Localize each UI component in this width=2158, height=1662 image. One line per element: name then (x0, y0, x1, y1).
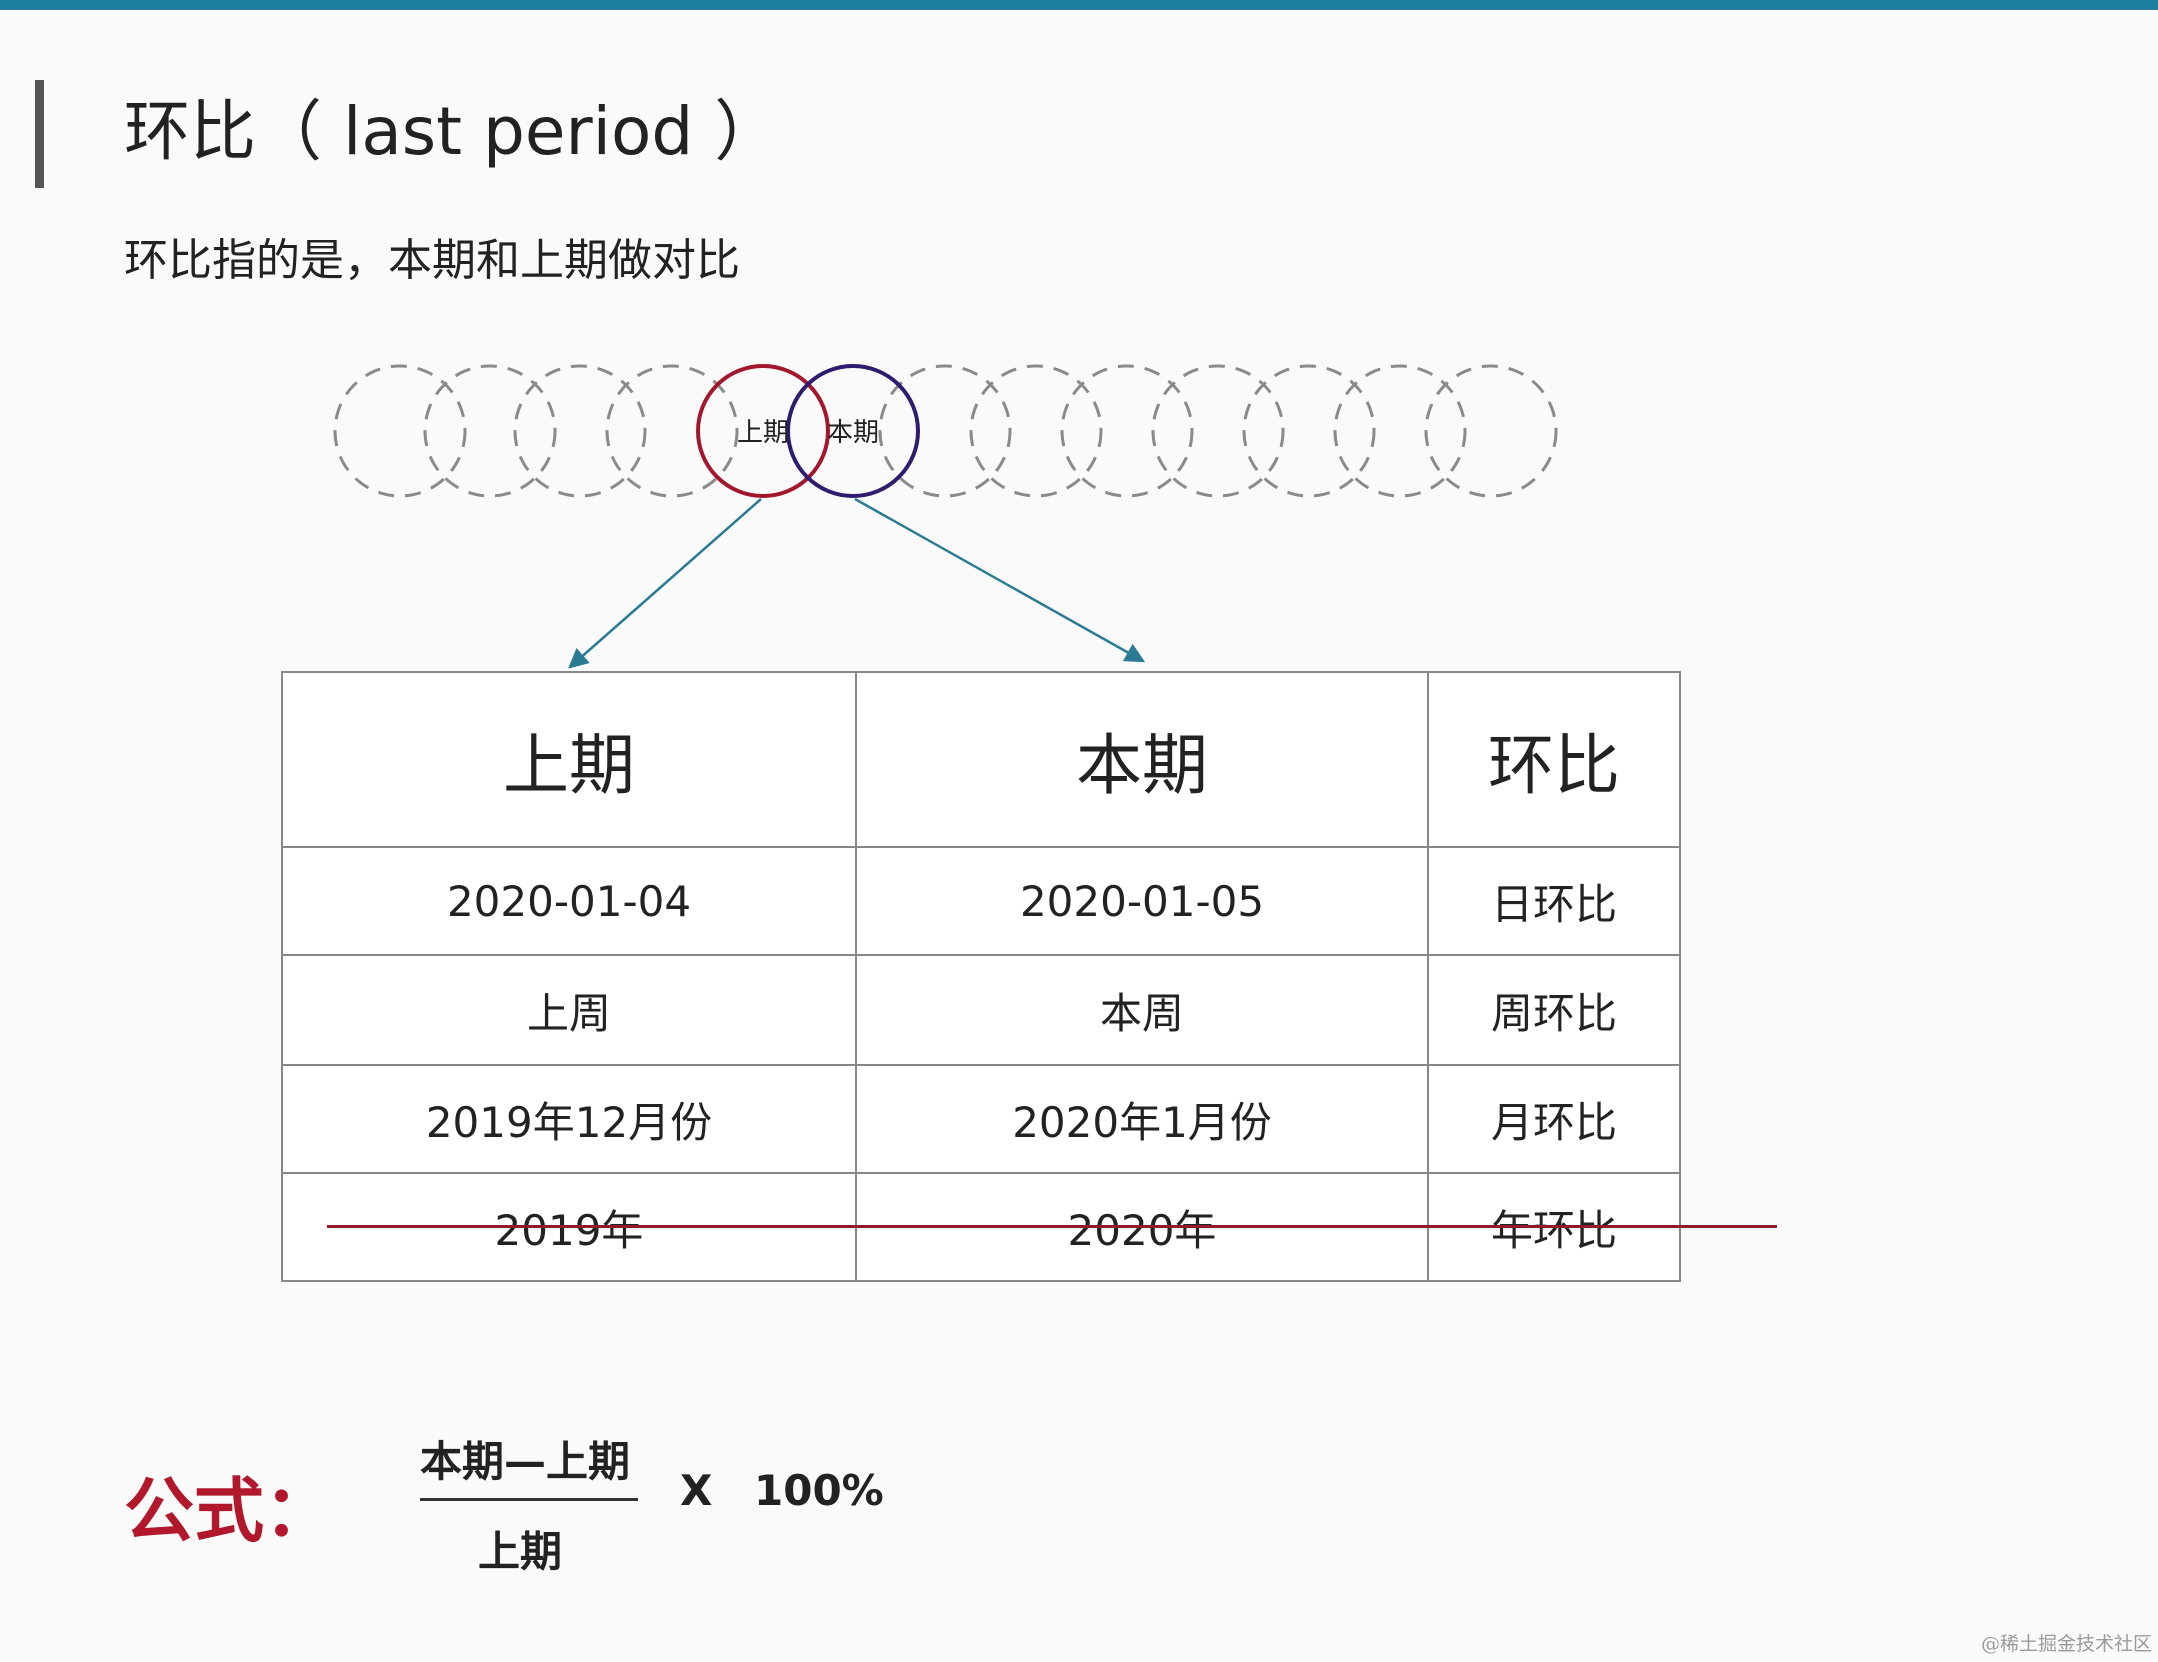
table-row: 2019年12月份 2020年1月份 月环比 (281, 1064, 1681, 1174)
current-period-circle (786, 364, 920, 498)
table-row: 2020-01-04 2020-01-05 日环比 (281, 846, 1681, 956)
cell-previous: 2020-01-04 (281, 846, 857, 956)
table-header-row: 上期 本期 环比 (281, 671, 1681, 848)
multiply-sign: X (680, 1466, 713, 1515)
dashed-circle (878, 364, 1012, 498)
cell-current: 2020年1月份 (855, 1064, 1429, 1174)
fraction-bar (420, 1498, 638, 1501)
dashed-circle (1424, 364, 1558, 498)
cell-comparison: 月环比 (1427, 1064, 1681, 1174)
cell-comparison: 日环比 (1427, 846, 1681, 956)
dashed-period-circles (333, 364, 1558, 498)
period-circles-diagram: 上期 本期 (333, 364, 1558, 669)
dashed-circle (1151, 364, 1285, 498)
cell-comparison: 周环比 (1427, 954, 1681, 1066)
top-accent-bar (0, 0, 2158, 10)
dashed-circle (1333, 364, 1467, 498)
table-row: 上周 本周 周环比 (281, 954, 1681, 1066)
formula-denominator: 上期 (478, 1527, 563, 1576)
dashed-circle (513, 364, 647, 498)
cell-current: 本周 (855, 954, 1429, 1066)
dashed-circle (969, 364, 1103, 498)
strikethrough-line (327, 1225, 1777, 1228)
period-comparison-table: 上期 本期 环比 2020-01-04 2020-01-05 日环比 上周 本周… (281, 671, 1681, 1282)
previous-period-circle (696, 364, 830, 498)
header-current-period: 本期 (855, 671, 1429, 848)
cell-previous: 上周 (281, 954, 857, 1066)
cell-previous: 2019年12月份 (281, 1064, 857, 1174)
dashed-circle (333, 364, 467, 498)
slide-subtitle: 环比指的是，本期和上期做对比 (124, 235, 740, 286)
title-accent-bar (35, 80, 44, 188)
slide-title: 环比（ last period ） (124, 93, 781, 170)
current-period-circle-label: 本期 (827, 418, 879, 448)
previous-period-circle-label: 上期 (737, 418, 789, 448)
dashed-circle (1060, 364, 1194, 498)
cell-current: 2020-01-05 (855, 846, 1429, 956)
header-period-comparison: 环比 (1427, 671, 1681, 848)
dashed-circle (605, 364, 739, 498)
formula-numerator: 本期—上期 (420, 1437, 631, 1486)
arrow-to-current-column (854, 497, 1146, 663)
arrow-to-previous-column (568, 498, 762, 669)
dashed-circle (1242, 364, 1376, 498)
watermark: @稀土掘金技术社区 (1980, 1633, 2152, 1655)
percent-factor: 100% (754, 1466, 884, 1515)
dashed-circle (423, 364, 557, 498)
formula-label: 公式： (124, 1470, 334, 1552)
header-previous-period: 上期 (281, 671, 857, 848)
